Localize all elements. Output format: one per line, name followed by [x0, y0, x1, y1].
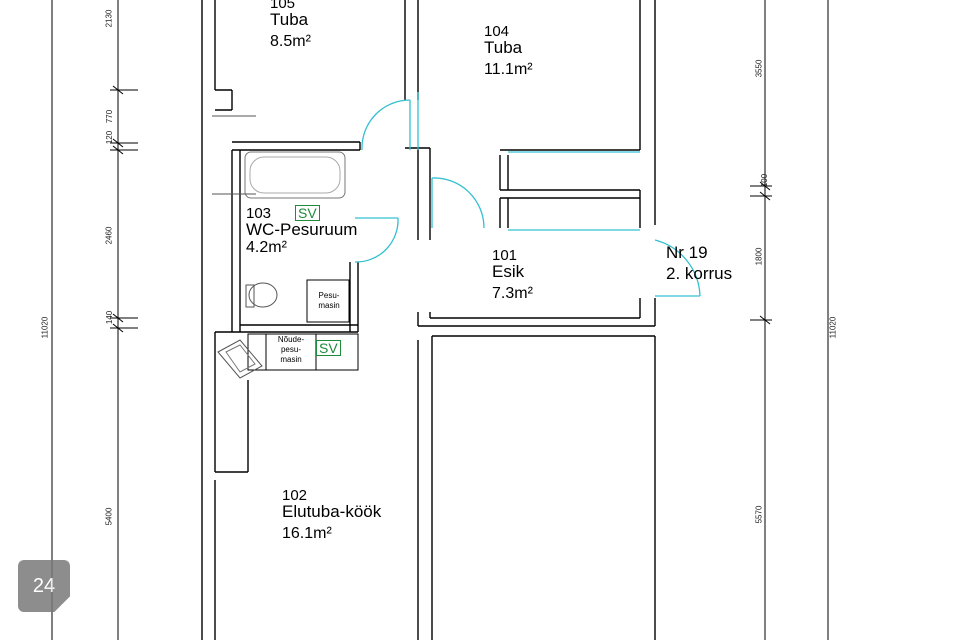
dim-left-140: 140: [105, 310, 115, 325]
walls: [201, 0, 656, 640]
room-102-label: 102 Elutuba-köök 16.1m²: [282, 488, 381, 542]
room-name: WC-Pesuruum: [246, 220, 358, 239]
dim-right-100: 100: [760, 173, 770, 188]
room-105-label: 105 Tuba 8.5m²: [270, 0, 311, 50]
dim-right-3550: 3550: [754, 59, 764, 78]
dim-left-5400: 5400: [104, 507, 114, 526]
room-name: Elutuba-köök: [282, 502, 382, 521]
room-101-label: 101 Esik 7.3m²: [492, 248, 533, 302]
room-area: 8.5m²: [270, 33, 311, 50]
doors: [354, 92, 701, 297]
page-number-badge[interactable]: 24: [18, 560, 70, 612]
room-area: 7.3m²: [492, 285, 533, 302]
dim-left-2460: 2460: [104, 226, 114, 245]
room-name: Tuba: [484, 38, 523, 57]
room-area: 11.1m²: [484, 61, 533, 78]
washing-machine-label: Pesu- masin: [318, 291, 340, 310]
dim-left-2130: 2130: [104, 9, 114, 28]
room-number: 102: [282, 487, 308, 504]
apartment-number: Nr 19: [666, 243, 708, 262]
apartment-floor: 2. korrus: [666, 264, 733, 283]
sv-label-bathroom: SV: [295, 205, 320, 221]
dim-right-5570: 5570: [754, 505, 764, 524]
dim-left-total: 11020: [40, 316, 50, 339]
room-number: 103: [246, 205, 272, 222]
bathroom-fixtures: [212, 115, 350, 323]
room-104-label: 104 Tuba 11.1m²: [484, 24, 533, 78]
dim-right-total: 11020: [828, 316, 838, 339]
room-name: Tuba: [270, 10, 309, 29]
dim-left-120: 120: [105, 130, 115, 145]
sv-label-kitchen: SV: [316, 340, 341, 356]
room-area: 4.2m²: [246, 239, 287, 256]
room-number: 105: [270, 0, 296, 12]
room-area: 16.1m²: [282, 525, 332, 542]
room-number: 104: [484, 23, 510, 40]
dim-left-770: 770: [105, 109, 115, 124]
room-103-label: 103 WC-Pesuruum 4.2m²: [246, 206, 357, 256]
dim-right-1800: 1800: [754, 247, 764, 266]
room-name: Esik: [492, 262, 525, 281]
dimension-lines: [51, 0, 829, 640]
apartment-label: Nr 19 2. korrus: [666, 244, 732, 282]
room-number: 101: [492, 247, 518, 264]
dishwasher-label: Nõude- pesu- masin: [277, 335, 305, 364]
